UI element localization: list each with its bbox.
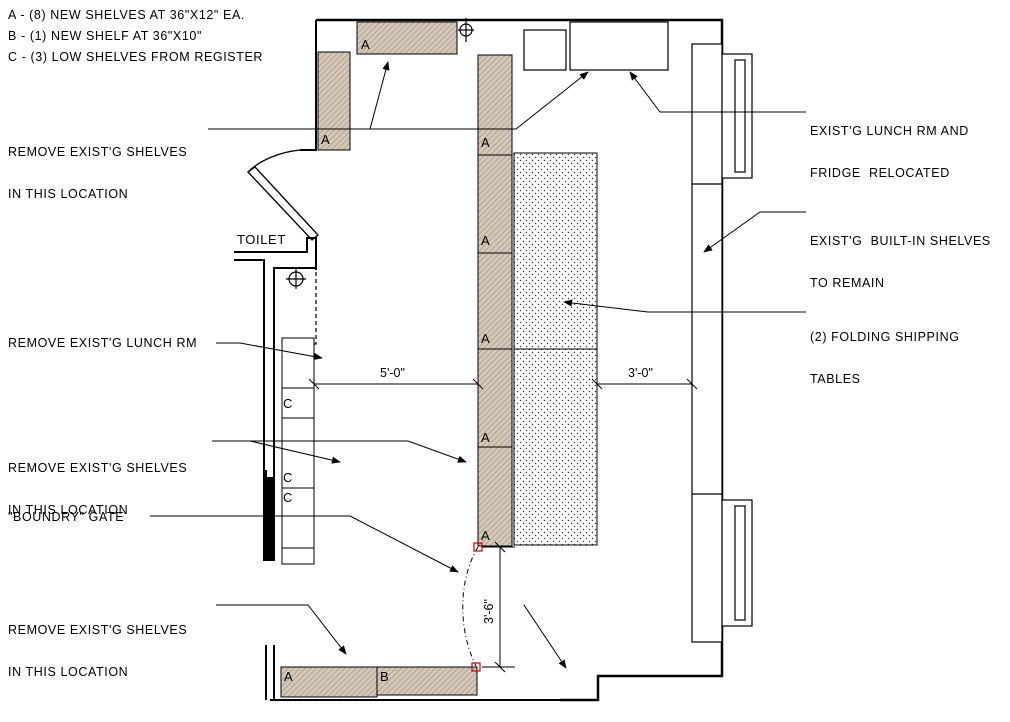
toilet-fixture [282, 269, 317, 345]
note-line: TO REMAIN [810, 276, 885, 290]
note-remove-lunch-rm: REMOVE EXIST'G LUNCH RM [8, 336, 198, 350]
lunch-fridge-units [523, 21, 669, 71]
low-shelves [281, 337, 315, 565]
dimension-lines [308, 378, 698, 673]
toilet-label: TOILET [237, 232, 286, 247]
tag-a-top: A [361, 37, 370, 52]
tag-a-bottom: A [284, 669, 293, 684]
note-line: REMOVE EXIST'G SHELVES [8, 623, 188, 637]
new-shelves-top [317, 21, 458, 151]
new-shelves-column [477, 54, 513, 547]
note-remove-shelves-bottom: REMOVE EXIST'G SHELVES IN THIS LOCATION [8, 595, 187, 693]
built-in-shelves [691, 43, 753, 643]
legend-c: C - (3) LOW SHELVES FROM REGISTER [8, 50, 264, 64]
tag-c-3: C [283, 490, 292, 505]
new-shelves-bottom [280, 666, 478, 698]
note-boundry-gate: "BOUNDRY" GATE [8, 510, 125, 524]
note-remove-shelves-top: REMOVE EXIST'G SHELVES IN THIS LOCATION [8, 117, 187, 215]
note-built-in-shelves: EXIST'G BUILT-IN SHELVES TO REMAIN [810, 206, 991, 304]
note-line: IN THIS LOCATION [8, 187, 129, 201]
walls [234, 18, 724, 702]
note-line: FRIDGE RELOCATED [810, 166, 950, 180]
note-line: TABLES [810, 372, 861, 386]
tag-a-left: A [321, 132, 330, 147]
shelf-tags: A A A A A A A A B C C C [283, 37, 490, 684]
tag-a-col-4: A [481, 430, 490, 445]
note-line: IN THIS LOCATION [8, 665, 129, 679]
tag-a-col-3: A [481, 331, 490, 346]
legend-b: B - (1) NEW SHELF AT 36"X10" [8, 29, 203, 43]
note-remove-shelves-mid: REMOVE EXIST'G SHELVES IN THIS LOCATION [8, 433, 187, 531]
note-line: REMOVE EXIST'G SHELVES [8, 461, 188, 475]
note-line: EXIST'G BUILT-IN SHELVES [810, 234, 991, 248]
dim-aisle-right: 3'-0" [628, 366, 653, 380]
leader-lines [150, 61, 806, 669]
note-line: REMOVE EXIST'G SHELVES [8, 145, 188, 159]
dimension-texts: 5'-0" 3'-0" 3'-6" [380, 366, 653, 624]
valve-symbol [458, 18, 474, 42]
note-folding-tables: (2) FOLDING SHIPPING TABLES [810, 302, 960, 400]
tag-a-col-5: A [481, 528, 490, 543]
dim-gate-width: 3'-6" [482, 599, 496, 624]
tag-c-1: C [283, 396, 292, 411]
legend-a: A - (8) NEW SHELVES AT 36"X12" EA. [8, 8, 245, 22]
boundary-gate [462, 542, 483, 672]
tag-a-col-1: A [481, 135, 490, 150]
note-line: IN THIS LOCATION [8, 503, 129, 517]
tag-a-col-2: A [481, 233, 490, 248]
entry-door [247, 149, 319, 241]
tag-c-2: C [283, 470, 292, 485]
note-line: (2) FOLDING SHIPPING [810, 330, 960, 344]
folding-shipping-tables [513, 152, 598, 546]
note-line: EXIST'G LUNCH RM AND [810, 124, 969, 138]
dim-aisle-left: 5'-0" [380, 366, 405, 380]
note-lunch-fridge-relocated: EXIST'G LUNCH RM AND FRIDGE RELOCATED [810, 96, 969, 194]
tag-b-bottom: B [380, 669, 389, 684]
